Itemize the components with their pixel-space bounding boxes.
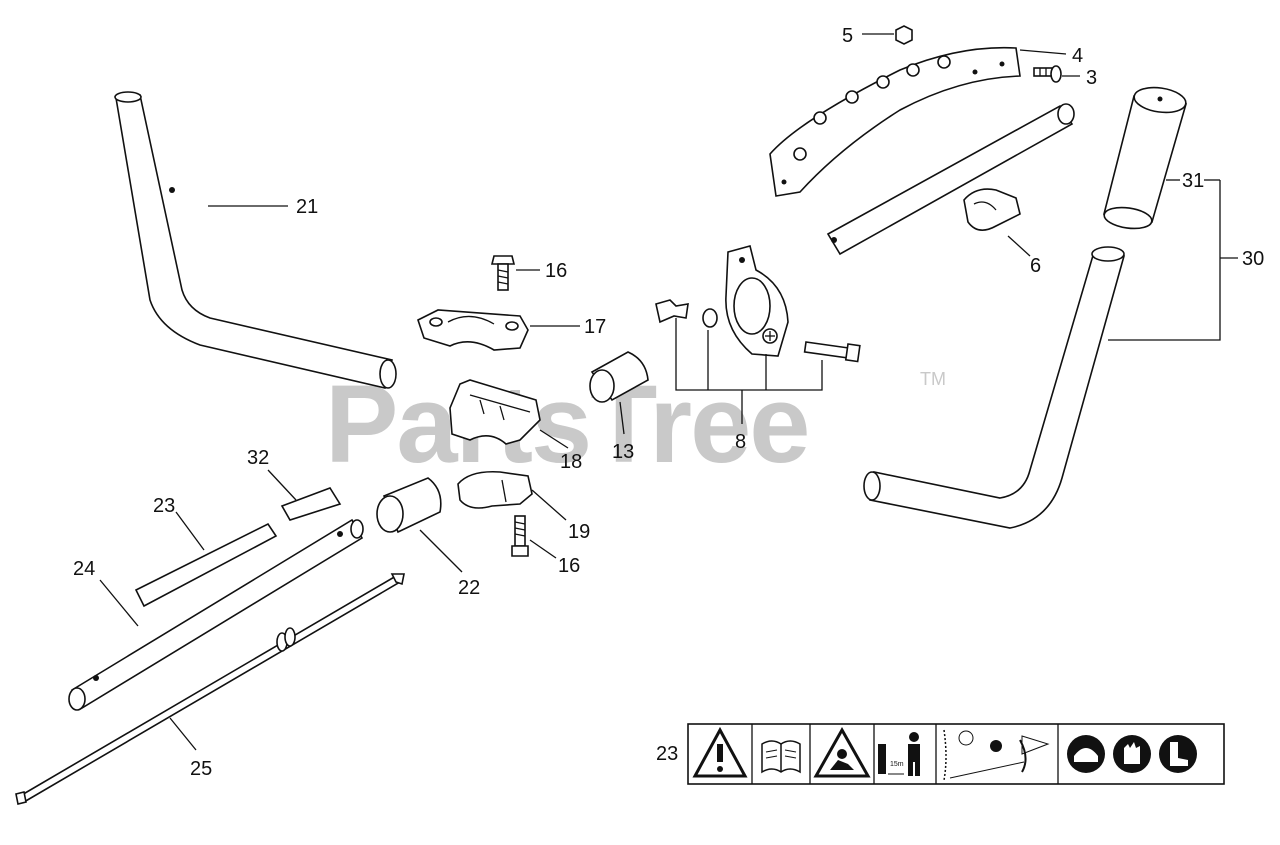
part-25-drive-shaft[interactable] — [15, 573, 405, 805]
callout-8: 8 — [735, 431, 746, 453]
part-4-bracket[interactable] — [769, 46, 1021, 197]
part-21-left-handle[interactable] — [114, 91, 397, 389]
part-16-bolt-top[interactable] — [490, 255, 516, 291]
watermark-text: PartsTree — [325, 363, 808, 486]
callout-19: 19 — [568, 521, 590, 543]
part-30-right-handle[interactable] — [863, 246, 1126, 529]
part-5-nut[interactable] — [895, 25, 913, 45]
distance-text: 15m — [890, 761, 904, 768]
part-8-clamp-assembly[interactable] — [655, 245, 861, 363]
part-13-sleeve[interactable] — [589, 351, 649, 403]
part-32-label[interactable] — [280, 487, 342, 521]
callout-31: 31 — [1182, 170, 1204, 192]
callout-13: 13 — [612, 441, 634, 463]
callout-24: 24 — [73, 558, 95, 580]
warning-icon — [692, 726, 748, 778]
callout-22: 22 — [458, 577, 480, 599]
part-24-drive-tube[interactable] — [68, 518, 364, 711]
part-3-screw[interactable] — [1033, 65, 1062, 83]
protective-gear-icon — [1067, 735, 1197, 773]
callout-3: 3 — [1086, 67, 1097, 89]
part-17-clamp-top[interactable] — [417, 309, 529, 351]
part-22-sleeve[interactable] — [376, 477, 442, 534]
callout-17: 17 — [584, 316, 606, 338]
callout-5: 5 — [842, 25, 853, 47]
callout-4: 4 — [1072, 45, 1083, 67]
callout-23-decal: 23 — [656, 743, 678, 765]
callout-30: 30 — [1242, 248, 1264, 270]
part-23-label[interactable] — [134, 522, 278, 608]
handle-rod[interactable] — [826, 103, 1075, 256]
callout-16-bottom: 16 — [558, 555, 580, 577]
blade-guard-icon — [943, 729, 1050, 781]
callout-16-top: 16 — [545, 260, 567, 282]
part-19-half-clamp[interactable] — [457, 470, 533, 509]
callout-6: 6 — [1030, 255, 1041, 277]
callout-23-upper: 23 — [153, 495, 175, 517]
callout-21: 21 — [296, 196, 318, 218]
callout-32: 32 — [247, 447, 269, 469]
warning-decal[interactable]: 15m — [687, 723, 1225, 785]
part-16-bolt-bottom[interactable] — [511, 515, 529, 557]
watermark: PartsTree TM — [325, 363, 946, 486]
callout-25: 25 — [190, 758, 212, 780]
read-manual-icon — [761, 740, 801, 774]
callout-18: 18 — [560, 451, 582, 473]
part-18-clamp-lower[interactable] — [449, 379, 541, 445]
projectile-hazard-icon — [813, 726, 871, 778]
part-6-clip[interactable] — [963, 188, 1021, 231]
part-31-grip[interactable] — [1103, 84, 1188, 231]
keep-distance-icon: 15m — [878, 732, 920, 776]
watermark-tm: TM — [920, 369, 946, 389]
